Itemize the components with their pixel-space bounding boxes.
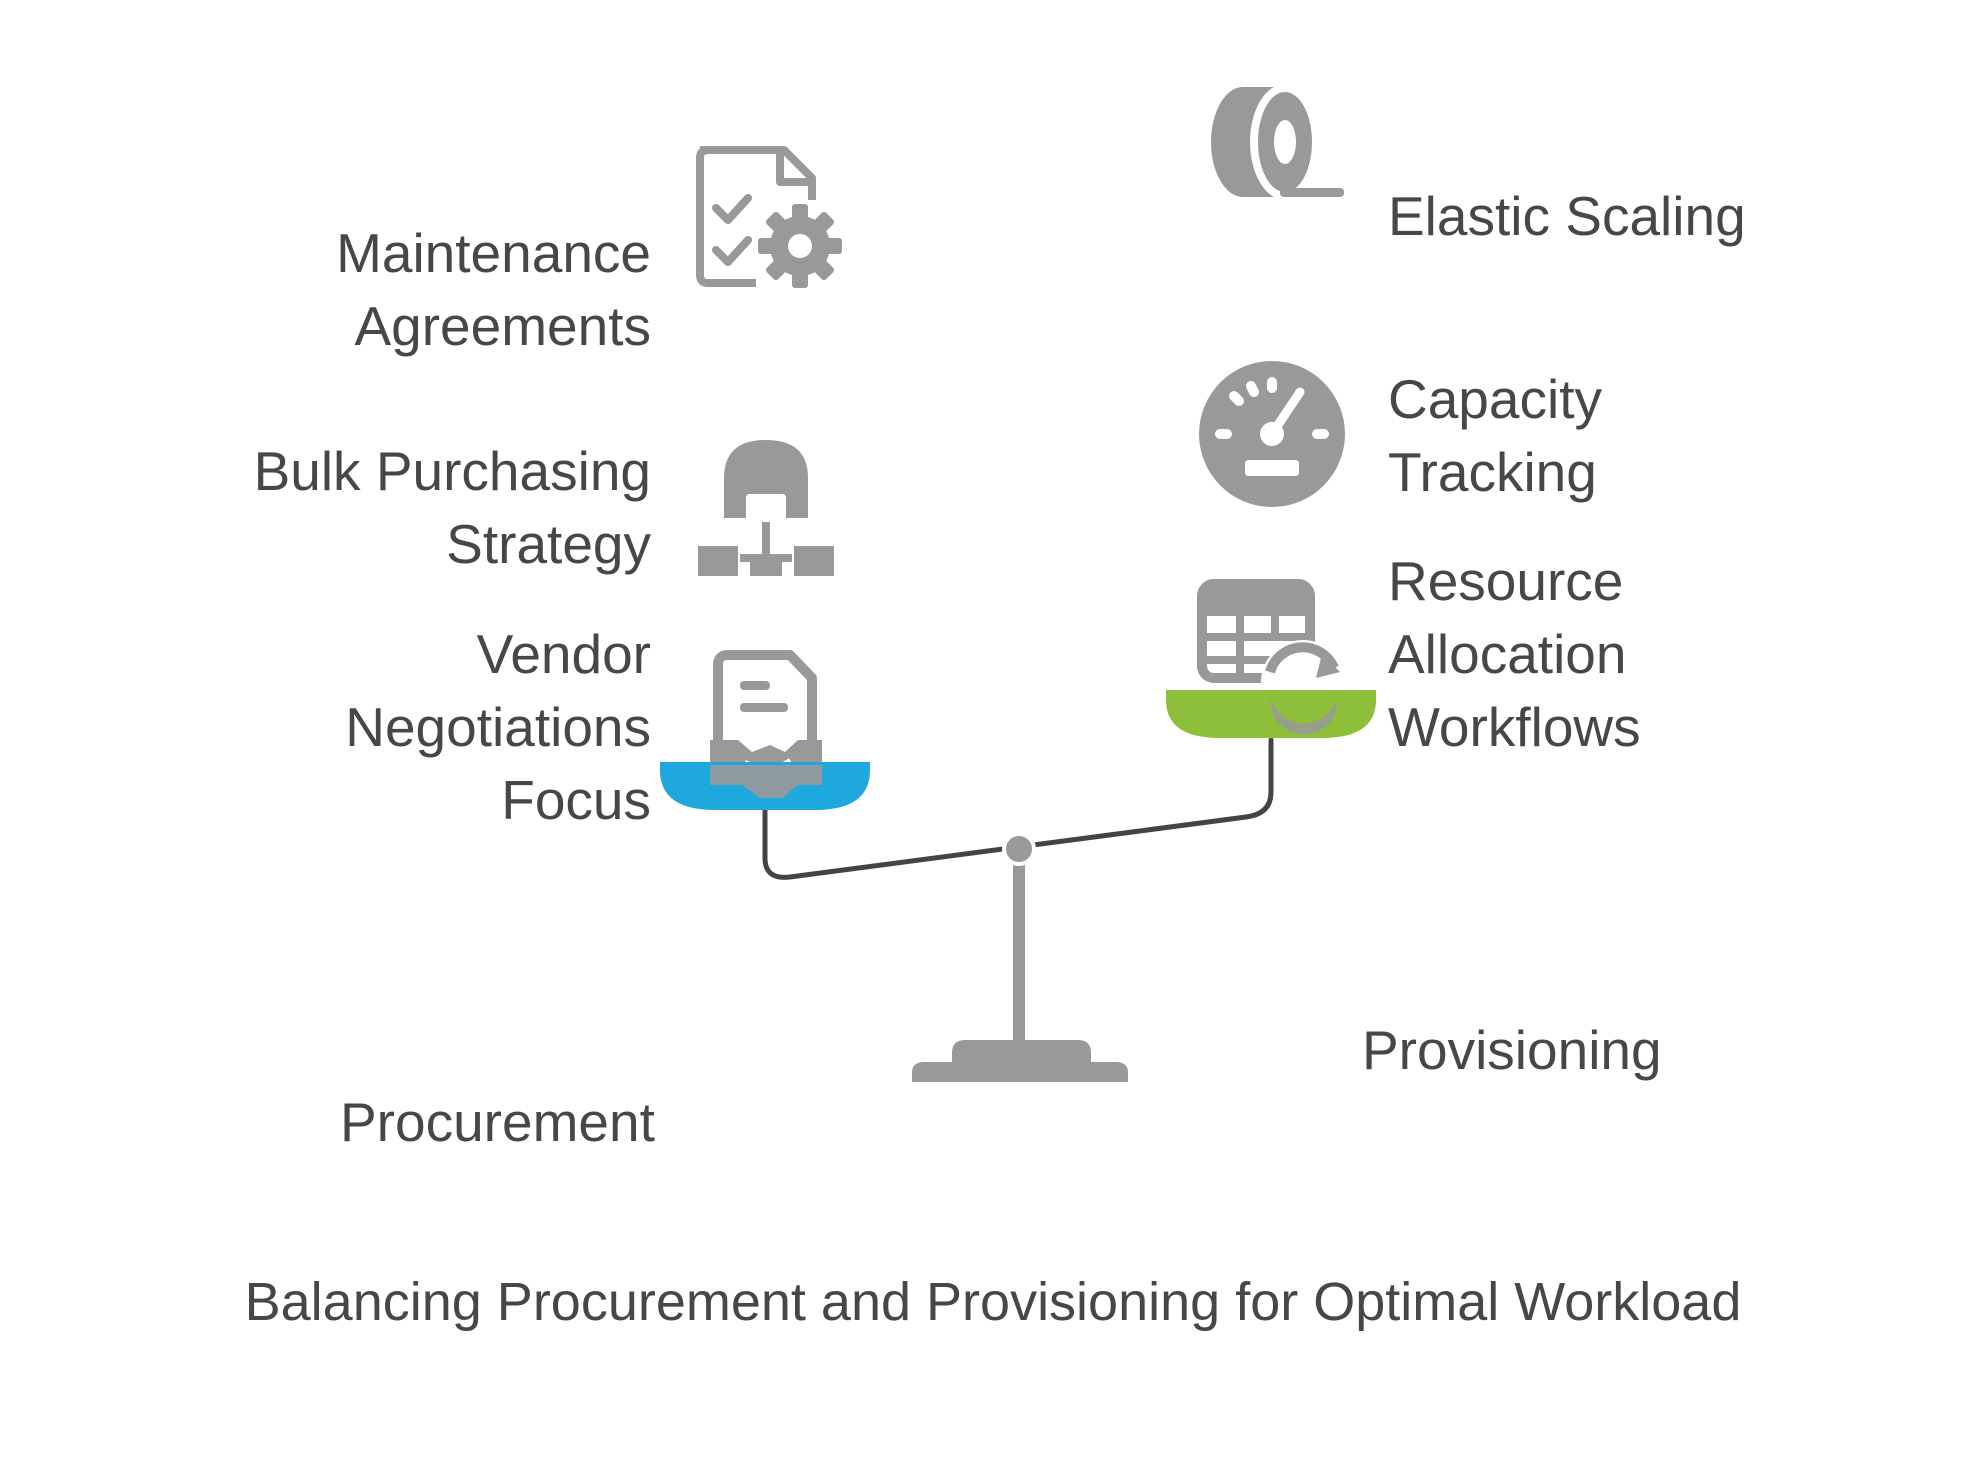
left-pan-overlay [710,765,822,798]
table-refresh-icon [1197,579,1345,726]
label-line: Tracking [1388,441,1597,503]
label-bulk-purchasing-strategy: Bulk Purchasing Strategy [254,435,651,581]
label-line: Workflows [1388,696,1641,758]
label-vendor-negotiations-focus: Vendor Negotiations Focus [345,618,651,837]
tape-roll-icon [1211,84,1344,200]
label-line: Strategy [446,513,651,575]
scale-base [952,1040,1091,1062]
label-line: Elastic Scaling [1388,185,1746,247]
label-line: Bulk Purchasing [253,440,651,502]
label-maintenance-agreements: Maintenance Agreements [336,217,651,363]
procurement-label: Procurement [340,1091,655,1153]
right-pan-overlay [1270,694,1336,735]
label-line: Maintenance [336,222,651,284]
label-line: Agreements [354,295,651,357]
scale-foot [912,1062,1128,1082]
scale-pivot [1002,832,1036,866]
diagram-title: Balancing Procurement and Provisioning f… [244,1272,1742,1332]
label-line: Resource [1388,550,1624,612]
right-pan [1166,690,1376,738]
speedometer-icon [1199,361,1345,507]
label-line: Capacity [1388,368,1602,430]
balance-scale [762,737,1274,1082]
label-resource-allocation-workflows: Resource Allocation Workflows [1388,545,1641,764]
label-elastic-scaling: Elastic Scaling [1388,180,1746,253]
label-line: Vendor [476,623,651,685]
warehouse-hierarchy-icon [698,440,834,576]
label-capacity-tracking: Capacity Tracking [1388,363,1602,509]
label-line: Allocation [1388,623,1627,685]
scale-pole [1013,860,1025,1045]
provisioning-label: Provisioning [1362,1019,1662,1081]
label-line: Focus [501,769,651,831]
checklist-gear-icon [696,146,842,288]
label-line: Negotiations [345,696,651,758]
